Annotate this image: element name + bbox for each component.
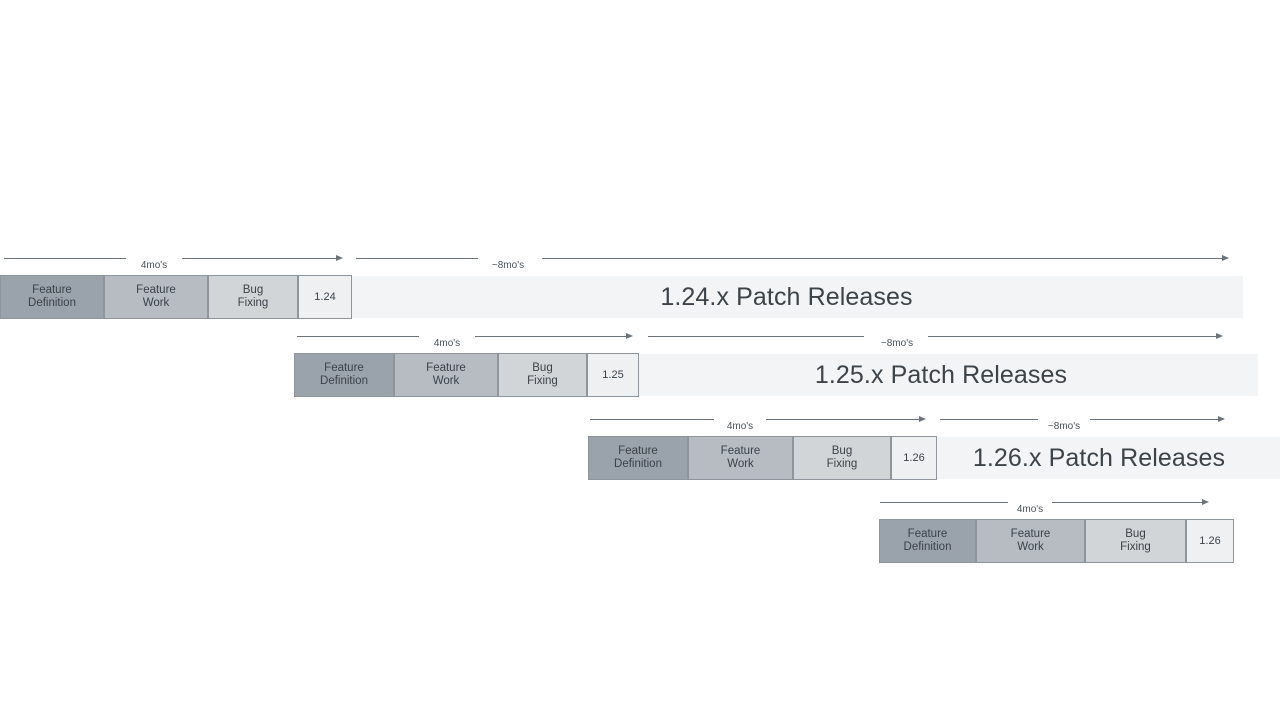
phase-feature-definition[interactable]: Feature Definition — [879, 519, 976, 563]
phase-label-line1: Bug — [242, 284, 264, 296]
phase-label-line1: Bug — [532, 362, 553, 374]
phase-feature-work[interactable]: Feature Work — [688, 436, 793, 480]
patch-window-arrow-label: ~8mo's — [880, 338, 914, 349]
phase-label-line1: Bug — [1125, 528, 1146, 540]
patch-release-band-label: 1.24.x Patch Releases — [660, 282, 913, 311]
phase-label-line2: Fixing — [527, 375, 558, 387]
phase-bug-fixing[interactable]: Bug Fixing — [1085, 519, 1186, 563]
phase-label-line2: Fixing — [237, 297, 269, 309]
version-tag-label: 1.25 — [602, 368, 624, 381]
patch-window-arrow-label: ~8mo's — [491, 260, 525, 271]
phase-label-line1: Feature — [1010, 528, 1051, 540]
phase-feature-definition[interactable]: Feature Definition — [294, 353, 394, 397]
dev-cycle-arrow-label: 4mo's — [1016, 504, 1044, 515]
phase-row-next: Feature Definition Feature Work Bug Fixi… — [879, 519, 1234, 563]
phase-version-tag[interactable]: 1.25 — [587, 353, 639, 397]
version-tag-label: 1.26 — [903, 451, 925, 464]
phase-label-line1: Feature — [720, 445, 761, 457]
phase-label-line2: Work — [142, 297, 170, 309]
dev-cycle-arrow-1-25: 4mo's — [297, 330, 637, 349]
phase-label-line2: Fixing — [1120, 541, 1151, 553]
phase-label-line1: Feature — [426, 362, 466, 374]
patch-window-arrow-label: ~8mo's — [1047, 421, 1081, 432]
phase-label-line1: Feature — [324, 362, 364, 374]
patch-window-arrow-1-26: ~8mo's — [940, 413, 1232, 432]
version-tag-label: 1.24 — [314, 290, 336, 303]
phase-feature-work[interactable]: Feature Work — [976, 519, 1085, 563]
phase-label-line2: Definition — [614, 458, 662, 470]
phase-bug-fixing[interactable]: Bug Fixing — [498, 353, 587, 397]
phase-row-1-26: Feature Definition Feature Work Bug Fixi… — [588, 436, 937, 480]
phase-row-1-25: Feature Definition Feature Work Bug Fixi… — [294, 353, 639, 397]
phase-version-tag[interactable]: 1.26 — [1186, 519, 1234, 563]
phase-bug-fixing[interactable]: Bug Fixing — [208, 275, 298, 319]
phase-feature-work[interactable]: Feature Work — [394, 353, 498, 397]
phase-bug-fixing[interactable]: Bug Fixing — [793, 436, 891, 480]
phase-feature-definition[interactable]: Feature Definition — [0, 275, 104, 319]
phase-feature-work[interactable]: Feature Work — [104, 275, 208, 319]
dev-cycle-arrow-label: 4mo's — [726, 421, 754, 432]
phase-label-line2: Work — [432, 375, 460, 387]
phase-label-line1: Bug — [831, 445, 853, 457]
phase-feature-definition[interactable]: Feature Definition — [588, 436, 688, 480]
patch-window-arrow-1-24: ~8mo's — [356, 252, 1232, 271]
phase-label-line2: Fixing — [826, 458, 858, 470]
phase-label-line2: Definition — [320, 375, 368, 387]
phase-label-line2: Definition — [28, 297, 76, 309]
phase-label-line2: Work — [727, 458, 754, 470]
patch-release-band-label: 1.26.x Patch Releases — [972, 443, 1226, 472]
phase-label-line1: Feature — [32, 284, 72, 296]
dev-cycle-arrow-label: 4mo's — [433, 338, 461, 349]
phase-label-line1: Feature — [618, 445, 658, 457]
dev-cycle-arrow-1-26: 4mo's — [590, 413, 930, 432]
dev-cycle-arrow-label: 4mo's — [140, 260, 168, 271]
patch-release-band-label: 1.25.x Patch Releases — [814, 360, 1068, 389]
phase-label-line2: Work — [1017, 541, 1044, 553]
version-tag-label: 1.26 — [1199, 534, 1221, 547]
dev-cycle-arrow-next: 4mo's — [880, 496, 1220, 515]
phase-version-tag[interactable]: 1.26 — [891, 436, 937, 480]
phase-label-line1: Feature — [907, 528, 948, 540]
dev-cycle-arrow-1-24: 4mo's — [4, 252, 344, 271]
phase-row-1-24: Feature Definition Feature Work Bug Fixi… — [0, 275, 352, 319]
patch-window-arrow-1-25: ~8mo's — [648, 330, 1232, 349]
phase-label-line2: Definition — [903, 541, 952, 553]
phase-version-tag[interactable]: 1.24 — [298, 275, 352, 319]
phase-label-line1: Feature — [136, 284, 176, 296]
